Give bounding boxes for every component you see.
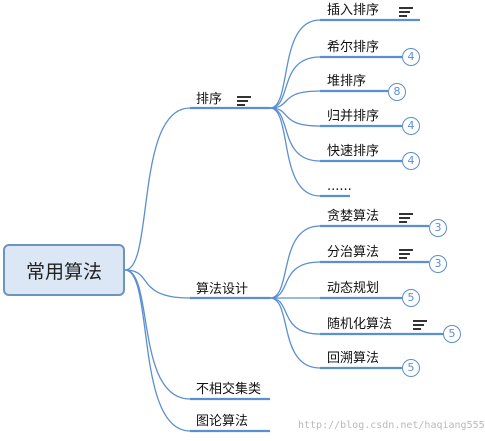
child-connector	[269, 107, 321, 197]
root-label: 常用算法	[25, 260, 102, 283]
leaf-backtracking[interactable]: 回溯算法	[327, 351, 379, 367]
notes-icon[interactable]	[399, 249, 413, 259]
badge-count: 3	[434, 221, 442, 234]
branch-node-disjoint-sets[interactable]: 不相交集类	[196, 382, 261, 398]
leaf-label: 分治算法	[327, 245, 380, 260]
leaf-label: 插入排序	[327, 3, 380, 18]
notes-icon[interactable]	[399, 7, 413, 17]
leaf-dynamic-programming[interactable]: 动态规划	[327, 281, 379, 297]
child-connector	[269, 19, 321, 109]
badge-count: 3	[434, 257, 442, 270]
child-connector	[269, 90, 321, 109]
leaf-quick-sort[interactable]: 快速排序	[327, 144, 379, 160]
leaf-label: ......	[327, 179, 352, 194]
mindmap-canvas: 常用算法 排序 插入排序 希尔排序 4 堆排序 8 归并排序 4 快速排序 4 …	[3, 3, 485, 433]
badge-count: 4	[407, 154, 415, 167]
leaf-greedy[interactable]: 贪婪算法	[327, 209, 379, 225]
notes-icon[interactable]	[237, 96, 251, 106]
watermark: http://blog.csdn.net/haqiang555	[298, 420, 485, 431]
branch-label: 不相交集类	[196, 382, 262, 397]
leaf-label: 希尔排序	[327, 40, 380, 55]
leaf-label: 堆排序	[327, 74, 367, 89]
branch-node-sorting[interactable]: 排序	[196, 92, 222, 108]
root-node[interactable]: 常用算法	[3, 244, 125, 296]
count-badge[interactable]: 5	[402, 289, 420, 307]
branch-node-algorithm-design[interactable]: 算法设计	[196, 282, 248, 298]
count-badge[interactable]: 5	[402, 359, 420, 377]
leaf-shell-sort[interactable]: 希尔排序	[327, 40, 379, 56]
child-connector	[269, 56, 321, 109]
badge-count: 5	[407, 361, 415, 374]
count-badge[interactable]: 3	[429, 255, 447, 273]
notes-icon[interactable]	[413, 320, 427, 330]
leaf-divide-conquer[interactable]: 分治算法	[327, 245, 379, 261]
leaf-label: 随机化算法	[327, 317, 393, 332]
badge-count: 8	[393, 85, 401, 98]
root-branch-connector	[124, 269, 191, 432]
notes-icon[interactable]	[399, 213, 413, 223]
leaf-label: 归并排序	[327, 109, 380, 124]
child-connector	[269, 225, 321, 299]
badge-count: 5	[407, 291, 415, 304]
count-badge[interactable]: 8	[388, 83, 406, 101]
badge-count: 5	[448, 327, 456, 340]
child-connector	[269, 107, 321, 127]
root-branch-connector	[124, 269, 191, 299]
count-badge[interactable]: 5	[443, 325, 461, 343]
leaf-more[interactable]: ......	[327, 179, 352, 195]
branch-label: 算法设计	[196, 282, 249, 297]
child-connector	[269, 261, 321, 299]
branch-node-graph-algorithms[interactable]: 图论算法	[196, 414, 248, 430]
child-connector	[269, 297, 321, 335]
badge-count: 4	[407, 119, 415, 132]
leaf-merge-sort[interactable]: 归并排序	[327, 109, 379, 125]
count-badge[interactable]: 4	[402, 48, 420, 66]
child-connector	[269, 107, 321, 162]
root-branch-connector	[124, 269, 191, 400]
leaf-label: 回溯算法	[327, 351, 380, 366]
connector-lines	[124, 18, 443, 433]
leaf-heap-sort[interactable]: 堆排序	[327, 74, 366, 90]
badge-count: 4	[407, 50, 415, 63]
branch-label: 排序	[196, 92, 223, 107]
count-badge[interactable]: 4	[402, 117, 420, 135]
leaf-label: 贪婪算法	[327, 209, 380, 224]
root-branch-connector	[124, 107, 191, 271]
count-badge[interactable]: 3	[429, 219, 447, 237]
leaf-label: 动态规划	[327, 281, 380, 296]
leaf-label: 快速排序	[327, 144, 380, 159]
count-badge[interactable]: 4	[402, 152, 420, 170]
leaf-randomized[interactable]: 随机化算法	[327, 317, 392, 333]
branch-label: 图论算法	[196, 414, 249, 429]
leaf-insertion-sort[interactable]: 插入排序	[327, 3, 379, 19]
child-connector	[269, 297, 321, 369]
